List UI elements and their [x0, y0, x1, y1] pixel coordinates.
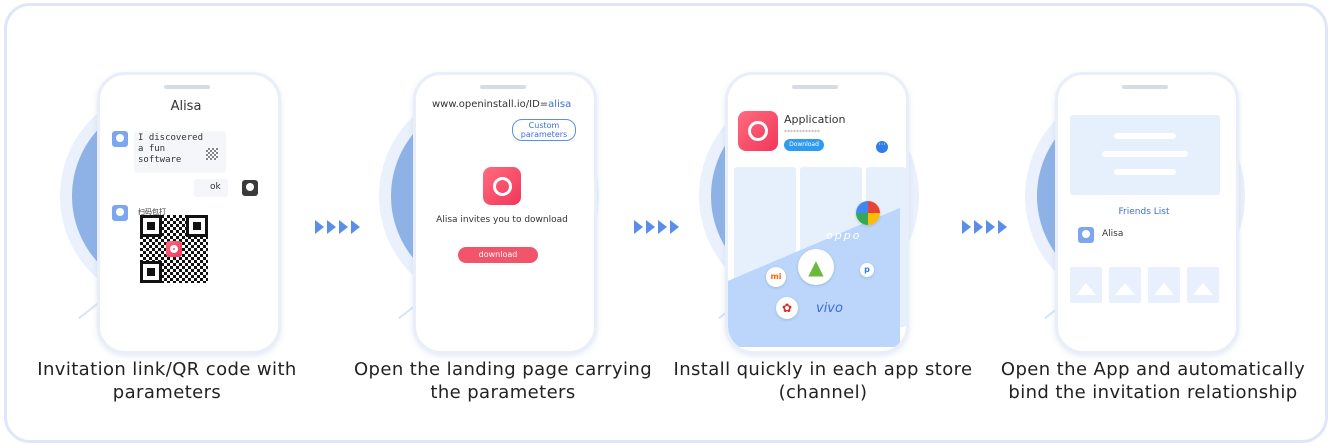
message-1: I discovered a fun software [138, 133, 204, 165]
message-bubble [194, 179, 228, 197]
header-line [1114, 133, 1176, 139]
friend-avatar [1078, 227, 1094, 243]
huawei-icon: ✿ [776, 297, 798, 319]
user-avatar [242, 180, 258, 196]
friend-name[interactable]: Alisa [1102, 229, 1124, 239]
phone-app: Friends List Alisa [1055, 72, 1239, 354]
arrow-2 [634, 220, 679, 240]
step-1: Alisa I discovered a fun software ok 扫码包… [17, 6, 317, 440]
invite-text: Alisa invites you to download [436, 215, 568, 225]
image-placeholder-icon [1109, 267, 1141, 303]
custom-parameters-badge: Custom parameters [512, 119, 576, 141]
step-2: www.openinstall.io/ID=alisa Custom param… [351, 6, 653, 440]
qr-label: 扫码包打 [138, 208, 166, 216]
url-prefix: www.openinstall.io/ID= [432, 99, 549, 110]
more-icon[interactable]: ··· [876, 141, 888, 153]
brand-vivo: vivo [816, 301, 843, 316]
download-button[interactable]: download [458, 247, 538, 263]
image-placeholder-icon [1070, 267, 1102, 303]
arrow-3 [962, 220, 1007, 240]
step-4: Friends List Alisa Open the App and auto… [995, 6, 1305, 440]
phone-chat: Alisa I discovered a fun software ok 扫码包… [97, 72, 281, 354]
pp-icon: p [860, 263, 874, 277]
header-line [1114, 169, 1176, 175]
arrow-1 [315, 220, 360, 240]
step-4-caption: Open the App and automatically bind the … [1000, 359, 1306, 403]
app-logo [483, 167, 521, 205]
app-name: Application [784, 113, 846, 126]
small-qr-icon [206, 148, 218, 160]
phone-landing: www.openinstall.io/ID=alisa Custom param… [413, 72, 597, 354]
android-icon: ▲ [798, 249, 834, 285]
browser-icon [856, 201, 880, 225]
message-2: ok [210, 182, 221, 192]
mi-icon: mi [766, 267, 786, 287]
brand-oppo: oppo [826, 229, 862, 242]
url-param: alisa [548, 99, 572, 110]
header-line [1102, 151, 1188, 157]
step-3-caption: Install quickly in each app store (chann… [673, 359, 973, 403]
landing-url: www.openinstall.io/ID=alisa [432, 99, 571, 110]
qr-finder [140, 215, 162, 237]
qr-finder [186, 215, 208, 237]
phone-speaker [792, 85, 838, 89]
app-logo [166, 241, 182, 257]
chat-title: Alisa [170, 99, 202, 114]
friends-title: Friends List [1118, 207, 1170, 217]
flow-diagram: Alisa I discovered a fun software ok 扫码包… [4, 3, 1328, 443]
phone-speaker [1122, 85, 1168, 89]
app-logo [738, 111, 778, 151]
phone-speaker [164, 85, 210, 89]
phone-app-store: Application ************ Download ··· ▲ … [725, 72, 909, 354]
app-sub: ************ [784, 129, 820, 136]
store-download-button[interactable]: Download [784, 139, 824, 151]
qr-finder [140, 261, 162, 283]
avatar [112, 131, 128, 147]
phone-speaker [480, 85, 526, 89]
avatar [112, 205, 128, 221]
step-3: Application ************ Download ··· ▲ … [671, 6, 973, 440]
step-2-caption: Open the landing page carrying the param… [353, 359, 653, 403]
step-1-caption: Invitation link/QR code with parameters [37, 359, 297, 403]
image-placeholder-icon [1148, 267, 1180, 303]
image-placeholder-icon [1187, 267, 1219, 303]
